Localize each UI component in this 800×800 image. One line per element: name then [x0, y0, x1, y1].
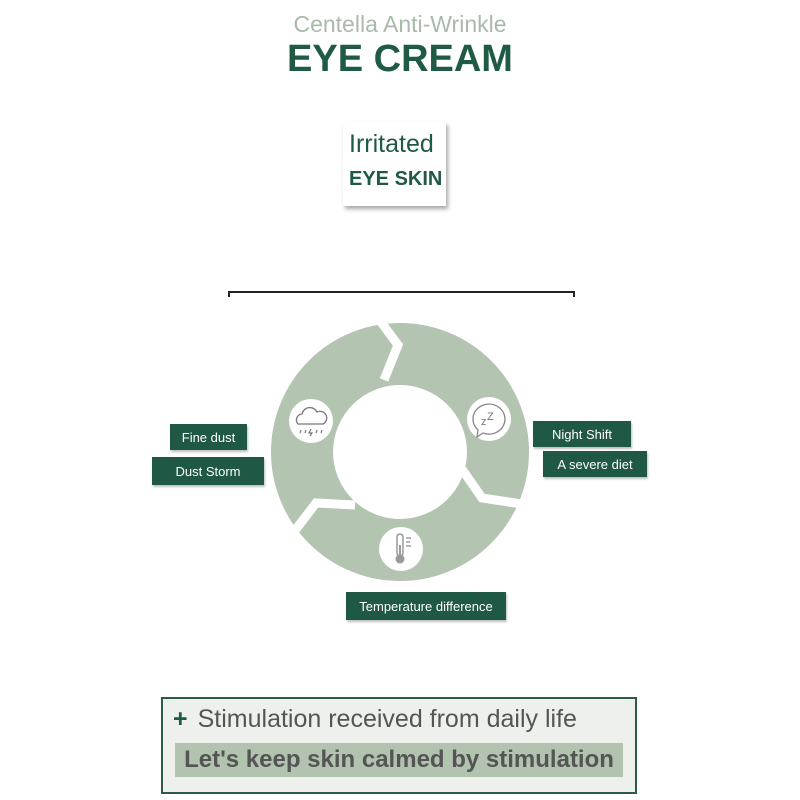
arrow-gap-right — [453, 459, 536, 511]
label-fine-dust: Fine dust — [170, 424, 247, 450]
product-subtitle: Centella Anti-Wrinkle — [293, 11, 507, 37]
label-dust-storm: Dust Storm — [152, 457, 264, 485]
footer-line1-text: Stimulation received from daily life — [197, 705, 577, 733]
card-line1: Irritated — [349, 130, 434, 158]
svg-text:z: z — [481, 416, 487, 428]
cloud-storm-icon — [289, 399, 333, 443]
footer-line1: + Stimulation received from daily life — [173, 705, 577, 734]
label-night-shift: Night Shift — [533, 421, 631, 447]
plus-icon: + — [173, 705, 188, 733]
bracket-line — [228, 291, 575, 297]
product-title: EYE CREAM — [287, 38, 513, 80]
arrow-gap-left — [286, 498, 356, 540]
arrow-gap-top — [374, 315, 404, 382]
label-severe-diet: A severe diet — [543, 451, 647, 477]
label-temperature-difference: Temperature difference — [346, 592, 506, 620]
cycle-ring — [271, 323, 529, 581]
thermometer-icon — [379, 527, 423, 571]
footer-line2: Let's keep skin calmed by stimulation — [175, 743, 623, 777]
sleep-zz-icon: z Z — [467, 397, 511, 441]
irritated-card: Irritated EYE SKIN — [343, 122, 446, 206]
card-line2: EYE SKIN — [349, 168, 443, 190]
svg-text:Z: Z — [487, 411, 494, 423]
footer-box: + Stimulation received from daily life Le… — [161, 697, 637, 794]
